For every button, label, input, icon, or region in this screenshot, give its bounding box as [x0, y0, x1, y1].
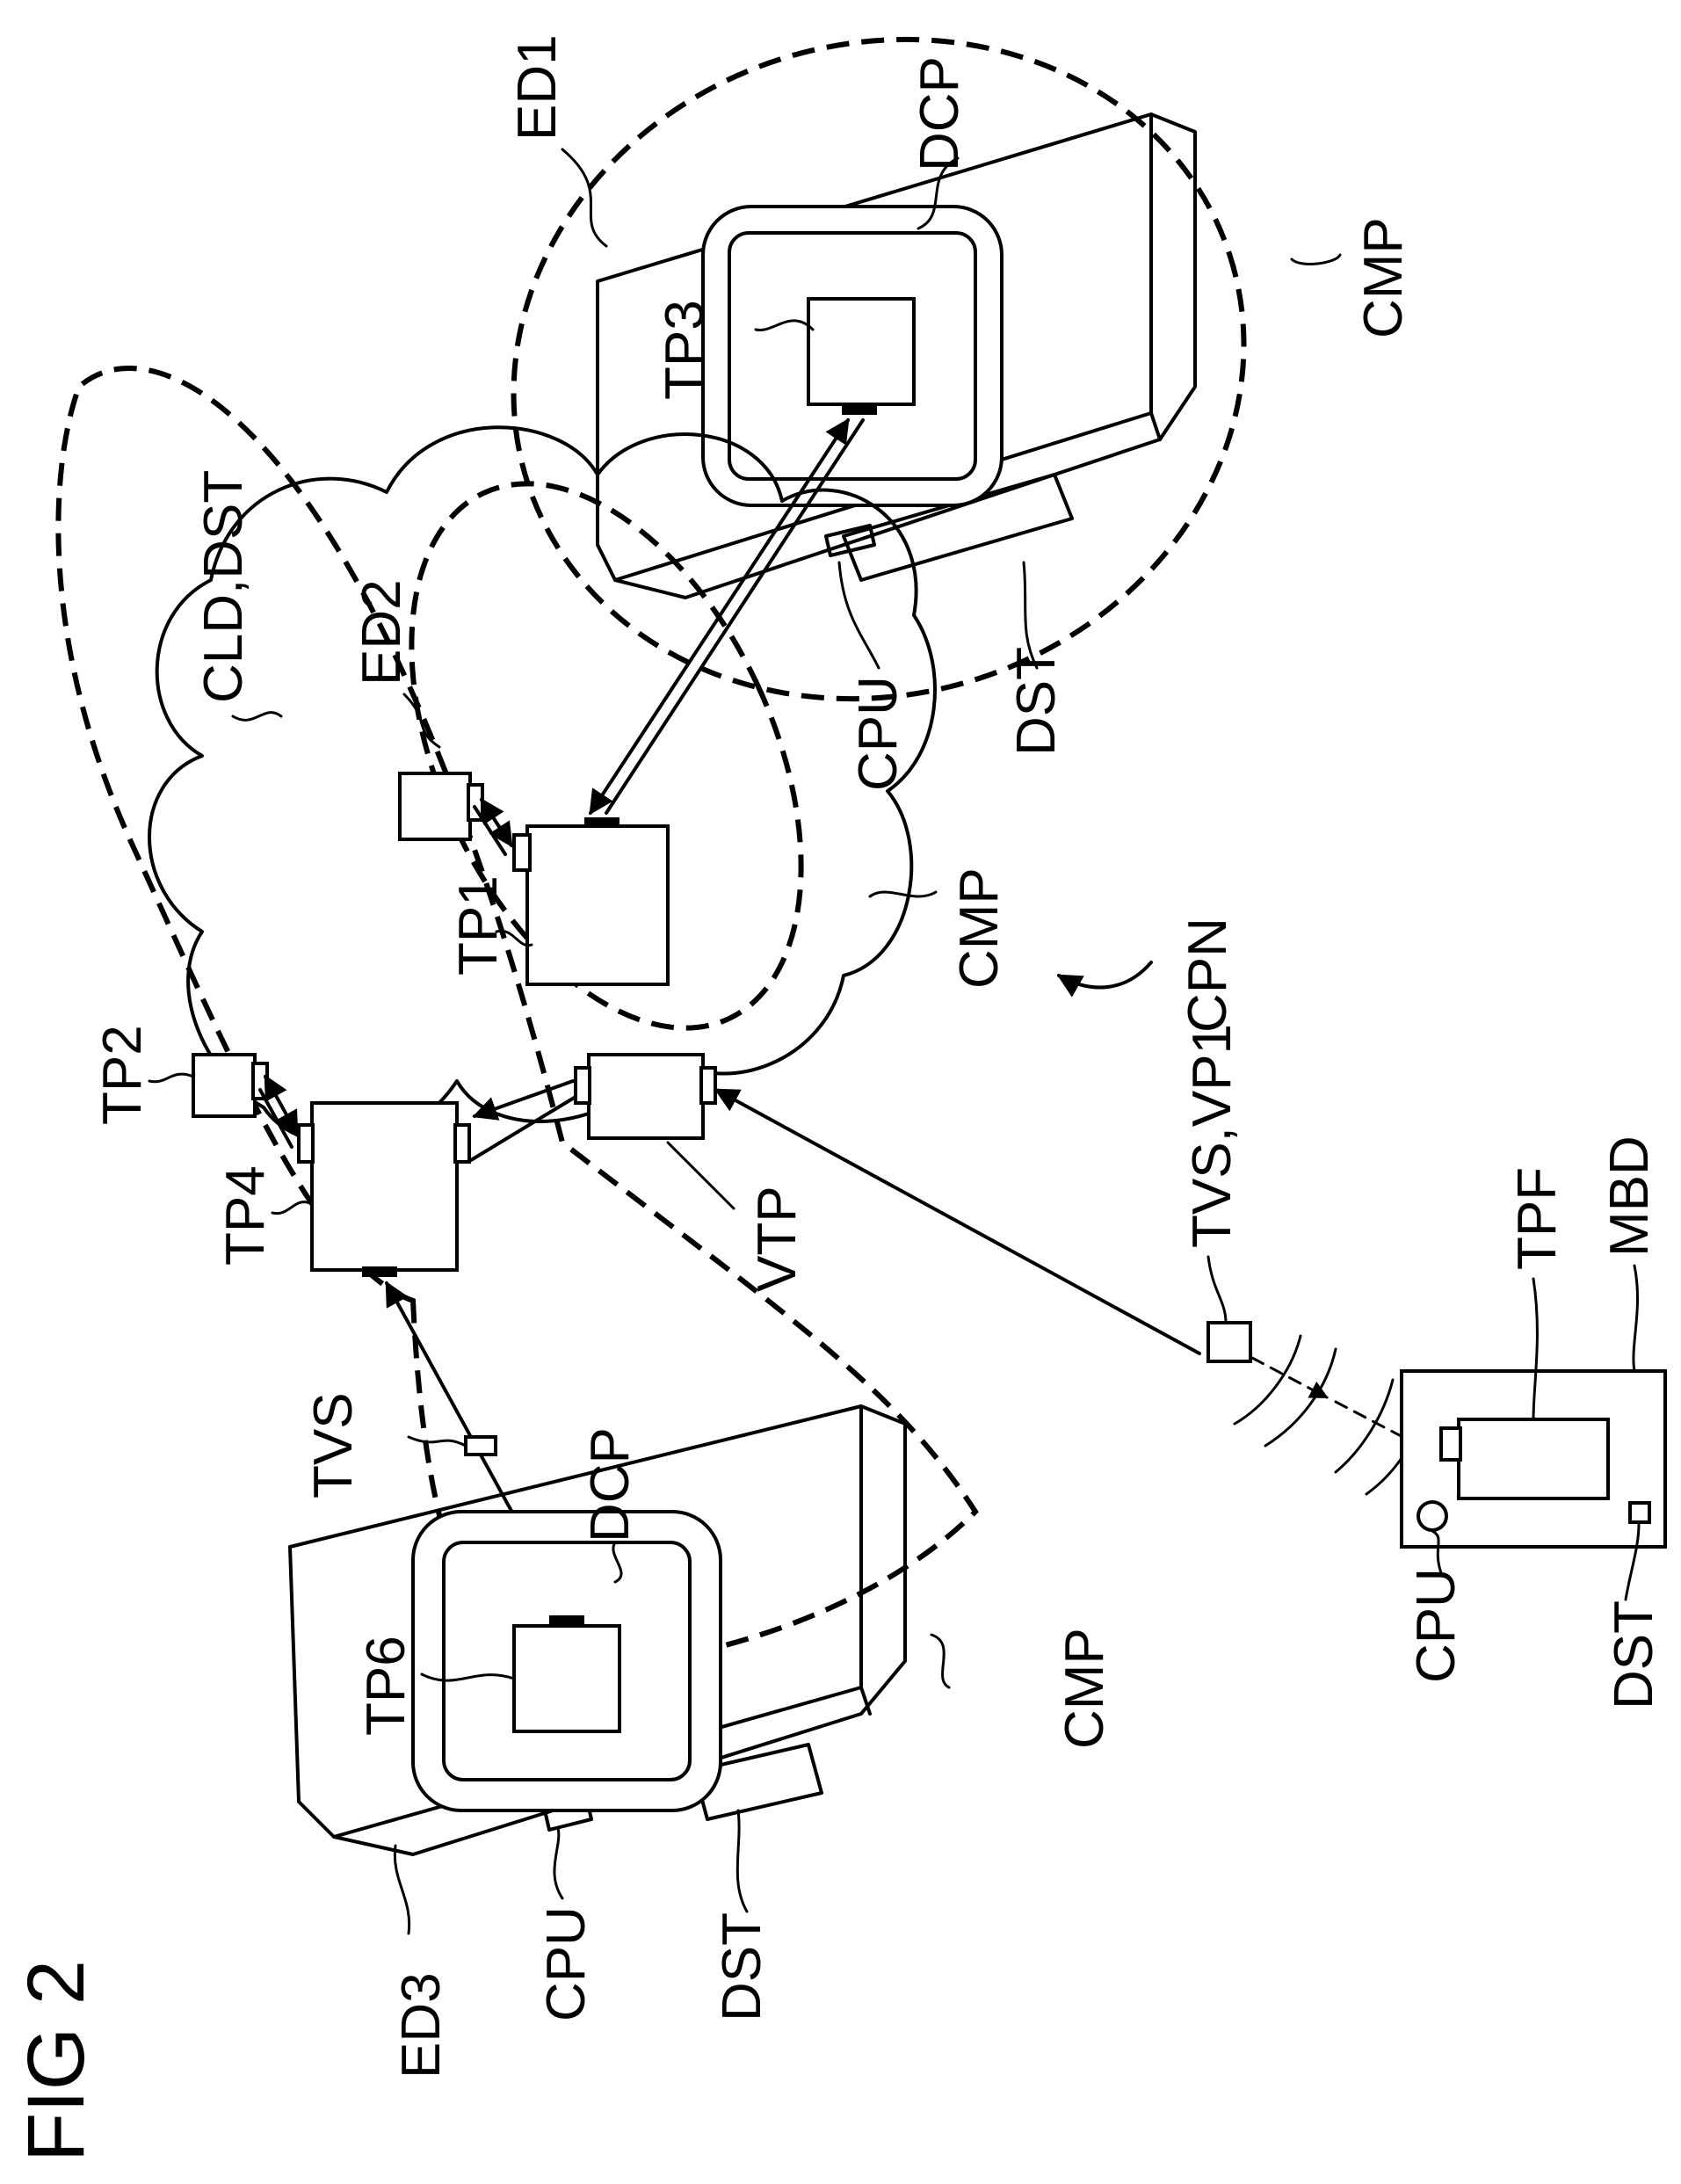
- label-tvs-vp1: TVS,VP1: [1182, 1024, 1243, 1248]
- figure-title: FIG 2: [11, 1960, 101, 2162]
- tvs-packet-ed3: [466, 1437, 496, 1455]
- label-cpu-mbd: CPU: [1406, 1568, 1467, 1683]
- label-cmp-ed1: CMP: [1353, 217, 1414, 338]
- label-ed3: ED3: [391, 1972, 452, 2079]
- vtp-node: [576, 1055, 715, 1138]
- tp6-box: [514, 1626, 620, 1731]
- label-dst-ed3: DST: [712, 1912, 772, 2021]
- label-dcp-ed1: DCP: [909, 56, 970, 171]
- cloud-cld: [149, 427, 935, 1144]
- label-cpu-ed3: CPU: [536, 1906, 597, 2021]
- tp6-port: [549, 1615, 584, 1628]
- label-cld-dst: CLD,DST: [193, 470, 254, 703]
- label-dst-mbd: DST: [1604, 1600, 1664, 1709]
- label-dcp-ed3: DCP: [580, 1427, 641, 1542]
- label-tp4: TP4: [215, 1165, 276, 1266]
- label-tp1: TP1: [448, 875, 509, 976]
- label-tpf: TPF: [1507, 1167, 1568, 1270]
- tp3-box: [808, 299, 914, 404]
- label-tp2: TP2: [92, 1025, 153, 1125]
- label-ed2: ED2: [351, 579, 412, 686]
- label-cmp-ed3: CMP: [1054, 1628, 1115, 1749]
- label-cpn: CPN: [1177, 918, 1238, 1033]
- label-tp3: TP3: [655, 300, 715, 400]
- label-tp6: TP6: [356, 1636, 417, 1736]
- tp1-node: [514, 817, 668, 984]
- label-dst-ed1: DST: [1006, 647, 1067, 756]
- cloud-outline: [149, 427, 935, 1144]
- tp1-port: [584, 817, 620, 828]
- label-cpu-ed1: CPU: [848, 676, 909, 791]
- tp1-peer-node: [400, 773, 482, 839]
- label-vtp: VTP: [747, 1186, 808, 1292]
- tvs-vp1-packet: [1208, 1323, 1250, 1361]
- tp1-box: [527, 826, 668, 984]
- tp3-port: [842, 403, 877, 415]
- tp4-port: [362, 1266, 397, 1277]
- tp4-node: [299, 1103, 469, 1277]
- tp4-box: [312, 1103, 457, 1270]
- mbd-dst: [1630, 1503, 1649, 1522]
- vtp-box: [589, 1055, 703, 1138]
- label-cmp-cloud: CMP: [949, 867, 1010, 989]
- label-tvs: TVS: [303, 1392, 364, 1498]
- tp2-box: [193, 1055, 255, 1116]
- label-ed1: ED1: [507, 34, 568, 141]
- label-mbd: MBD: [1599, 1136, 1660, 1257]
- mbd-cpu: [1418, 1502, 1446, 1530]
- tpf-box: [1459, 1419, 1608, 1498]
- tp2-node: [193, 1055, 267, 1116]
